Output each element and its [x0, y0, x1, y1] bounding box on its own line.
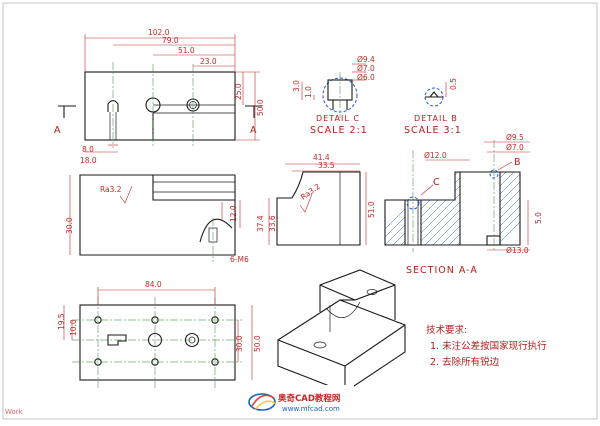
- section-title: SECTION A-A: [406, 265, 478, 276]
- section-a-a: Ø12.0 Ø9.5 Ø7.0 Ø13.0 5.0 C B SECTION A-…: [384, 133, 543, 276]
- cut-label-a-left: A: [54, 125, 62, 136]
- dim-7-c: Ø7.0: [357, 64, 375, 73]
- detail-b: 0.5 DETAIL B SCALE 3:1: [404, 78, 462, 136]
- detail-c-title: DETAIL C: [316, 114, 360, 123]
- bottom-view-dimensions: 84.0 19.5 10.0 30.0 50.0: [57, 280, 262, 380]
- dim-13: Ø13.0: [506, 246, 529, 255]
- notes-item-1: 1. 未注公差按国家现行执行: [430, 340, 547, 352]
- cut-label-a-right: A: [250, 125, 258, 136]
- dim-51: 51.0: [178, 46, 195, 55]
- dim-3: 3.0: [292, 80, 301, 92]
- side-view: 41.4 33.5 37.4 33.6 51.0 Ra3.2: [256, 153, 376, 246]
- dim-23: 23.0: [200, 57, 217, 66]
- dim-12-section: Ø12.0: [424, 151, 447, 160]
- dim-8: 8.0: [82, 145, 94, 154]
- dim-51-side: 51.0: [367, 201, 376, 218]
- front-view: [58, 62, 262, 148]
- sheet-border: [2, 2, 598, 420]
- dim-7-section: Ø7.0: [506, 143, 524, 152]
- notes-item-2: 2. 去除所有锐边: [430, 356, 500, 368]
- watermark-url: www.mfcad.com: [282, 405, 340, 413]
- dim-5: 5.0: [534, 212, 543, 224]
- dim-10: 10.0: [69, 319, 78, 336]
- top-view-dimensions: 30.0 12.0 Ra3.2 6-M6: [65, 175, 249, 264]
- tap-note: 6-M6: [230, 255, 249, 264]
- dim-30-bottom: 30.0: [235, 335, 244, 352]
- dim-50-bottom: 50.0: [253, 335, 262, 352]
- dim-18: 18.0: [80, 156, 97, 165]
- detail-b-title: DETAIL B: [414, 114, 458, 123]
- dim-25: 25.0: [234, 83, 243, 100]
- dim-37-4: 37.4: [256, 215, 265, 232]
- surface-finish-1: Ra3.2: [100, 185, 122, 194]
- dim-79: 79.0: [162, 36, 179, 45]
- dim-33-6: 33.6: [268, 215, 277, 232]
- dim-0-5: 0.5: [449, 78, 458, 90]
- dim-9-5: Ø9.5: [506, 133, 524, 142]
- dim-1: 1.0: [304, 86, 313, 98]
- technical-requirements: 技术要求: 1. 未注公差按国家现行执行 2. 去除所有锐边: [426, 324, 547, 368]
- callout-b: B: [514, 157, 522, 168]
- dim-12: 12.0: [229, 205, 238, 222]
- front-view-dimensions: 102.0 79.0 51.0 23.0 25.0 50.0 8.0 18.0 …: [54, 28, 265, 165]
- watermark-logo: [248, 393, 277, 411]
- notes-title: 技术要求:: [426, 324, 467, 336]
- dim-84: 84.0: [145, 280, 162, 289]
- dim-41-4: 41.4: [313, 153, 330, 162]
- isometric-view: [277, 269, 406, 393]
- bottom-view: [72, 297, 242, 388]
- dim-50: 50.0: [256, 99, 265, 116]
- dim-9-4: Ø9.4: [357, 55, 375, 64]
- dim-19-5: 19.5: [57, 313, 66, 330]
- dim-6: Ø6.0: [357, 73, 375, 82]
- dim-30: 30.0: [65, 217, 74, 234]
- dim-102: 102.0: [148, 28, 170, 37]
- detail-c: Ø9.4 Ø7.0 Ø6.0 3.0 1.0 DETAIL C SCALE 2:…: [292, 55, 375, 136]
- watermark-brand: 奥奇CAD教程网: [277, 393, 340, 404]
- callout-c: C: [433, 177, 441, 188]
- top-view: [79, 174, 236, 262]
- dim-33-5: 33.5: [318, 161, 335, 170]
- watermark: 奥奇CAD教程网 www.mfcad.com Work: [5, 385, 354, 416]
- detail-c-scale: SCALE 2:1: [310, 125, 368, 136]
- detail-b-scale: SCALE 3:1: [404, 125, 462, 136]
- corner-label: Work: [5, 408, 24, 416]
